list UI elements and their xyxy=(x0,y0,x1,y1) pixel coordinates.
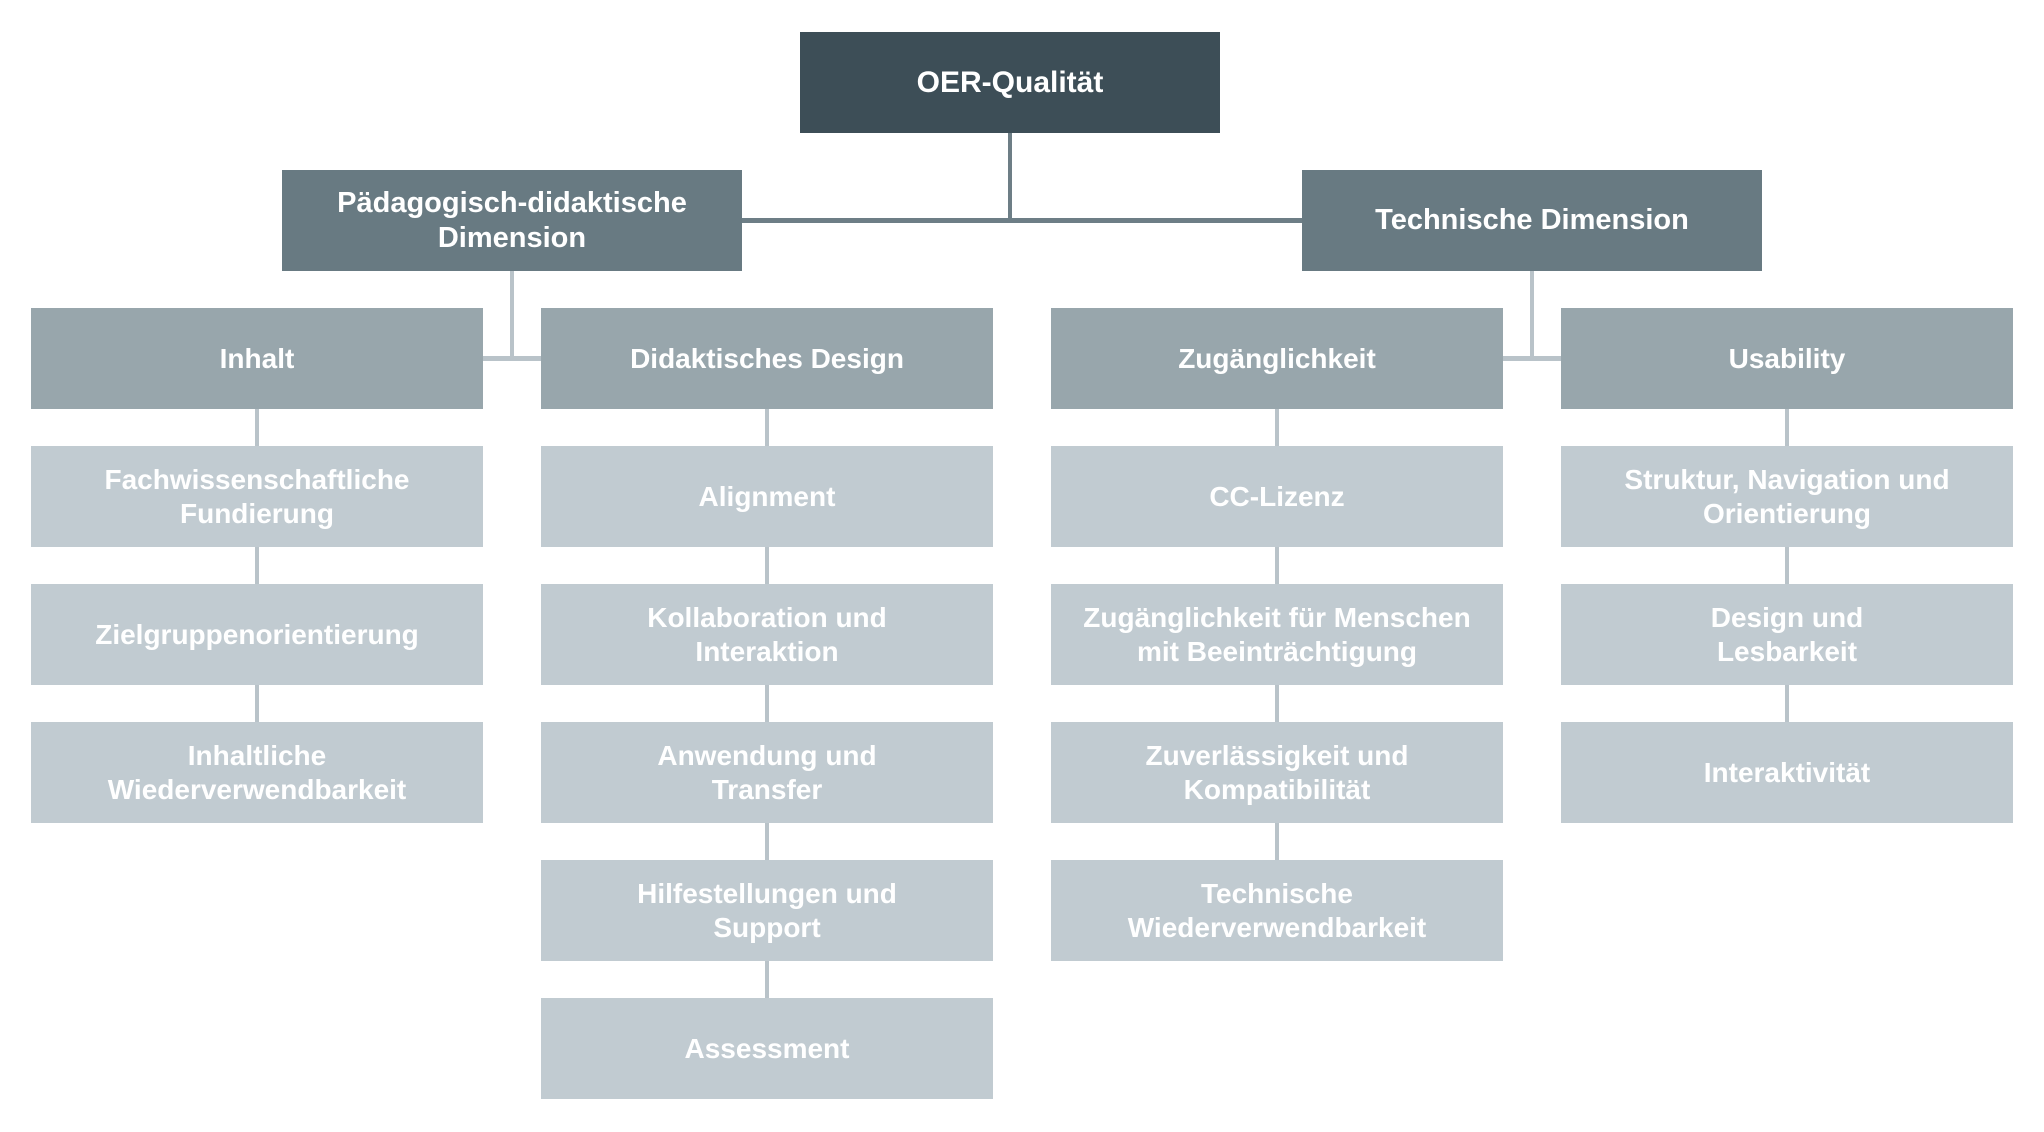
item-node-design-lesbarkeit: Design und Lesbarkeit xyxy=(1561,584,2013,685)
item-node-zugaenglichkeit-beeintraechtigung: Zugänglichkeit für Menschen mit Beeinträ… xyxy=(1051,584,1503,685)
category-node-inhalt: Inhalt xyxy=(31,308,483,409)
item-node-anwendung-transfer: Anwendung und Transfer xyxy=(541,722,993,823)
item-node-fachwissenschaftliche-fundierung: Fachwissenschaftliche Fundierung xyxy=(31,446,483,547)
connector-paedagogisch-vertical xyxy=(510,271,514,361)
item-node-assessment: Assessment xyxy=(541,998,993,1099)
dimension-node-technisch: Technische Dimension xyxy=(1302,170,1762,271)
connector-dimensions-horizontal xyxy=(742,218,1302,223)
root-node: OER-Qualität xyxy=(800,32,1220,133)
item-node-technische-wiederverwendbarkeit: Technische Wiederverwendbarkeit xyxy=(1051,860,1503,961)
item-node-interaktivitaet: Interaktivität xyxy=(1561,722,2013,823)
connector-paedagogisch-stub xyxy=(483,356,541,361)
category-node-zugaenglichkeit: Zugänglichkeit xyxy=(1051,308,1503,409)
item-node-cc-lizenz: CC-Lizenz xyxy=(1051,446,1503,547)
item-node-inhaltliche-wiederverwendbarkeit: Inhaltliche Wiederverwendbarkeit xyxy=(31,722,483,823)
item-node-alignment: Alignment xyxy=(541,446,993,547)
item-node-struktur-navigation-orientierung: Struktur, Navigation und Orientierung xyxy=(1561,446,2013,547)
connector-technisch-stub xyxy=(1503,356,1561,361)
connector-root-vertical xyxy=(1008,133,1012,223)
item-node-hilfestellungen-support: Hilfestellungen und Support xyxy=(541,860,993,961)
category-node-didaktisches-design: Didaktisches Design xyxy=(541,308,993,409)
item-node-kollaboration-interaktion: Kollaboration und Interaktion xyxy=(541,584,993,685)
connector-technisch-vertical xyxy=(1530,271,1534,361)
item-node-zuverlaessigkeit-kompatibilitaet: Zuverlässigkeit und Kompatibilität xyxy=(1051,722,1503,823)
dimension-node-paedagogisch-didaktisch: Pädagogisch-didaktische Dimension xyxy=(282,170,742,271)
category-node-usability: Usability xyxy=(1561,308,2013,409)
item-node-zielgruppenorientierung: Zielgruppenorientierung xyxy=(31,584,483,685)
